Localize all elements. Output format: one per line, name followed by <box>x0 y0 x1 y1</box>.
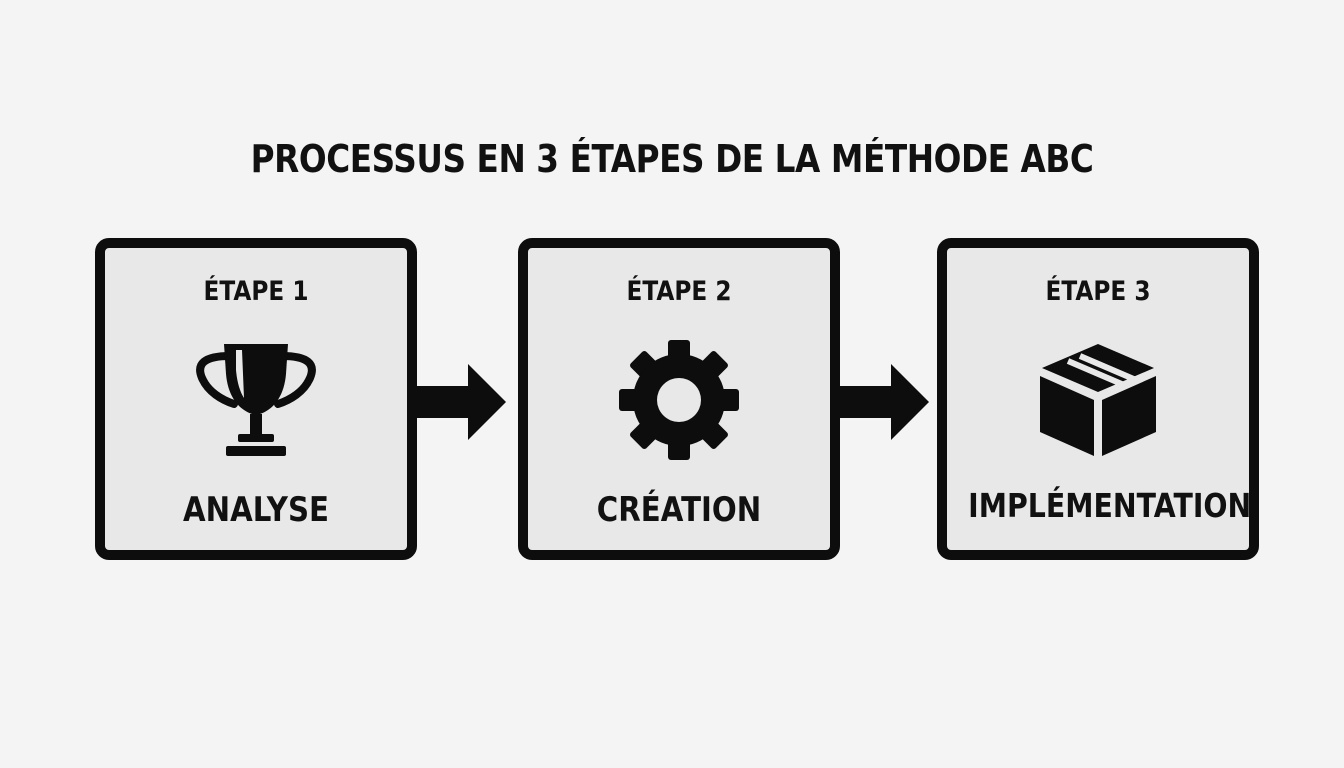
box-icon <box>1028 334 1168 464</box>
step-number-label: ÉTAPE 3 <box>1045 276 1151 307</box>
step-card-analyse: ÉTAPE 1 ANALYSE <box>95 238 417 560</box>
arrow-right-icon <box>410 362 510 442</box>
diagram-title: PROCESSUS EN 3 ÉTAPES DE LA MÉTHODE ABC <box>250 137 1094 181</box>
step-number-label: ÉTAPE 1 <box>203 276 309 307</box>
trophy-icon <box>186 334 326 464</box>
step-name: ANALYSE <box>182 490 330 530</box>
step-card-implementation: ÉTAPE 3 IMPLÉMENTATION <box>937 238 1259 560</box>
arrow-right-icon <box>833 362 933 442</box>
step-name: CRÉATION <box>596 490 762 530</box>
step-number-label: ÉTAPE 2 <box>626 276 732 307</box>
step-card-creation: ÉTAPE 2 CRÉATION <box>518 238 840 560</box>
step-name: IMPLÉMENTATION <box>968 486 1252 525</box>
gear-icon <box>609 334 749 464</box>
